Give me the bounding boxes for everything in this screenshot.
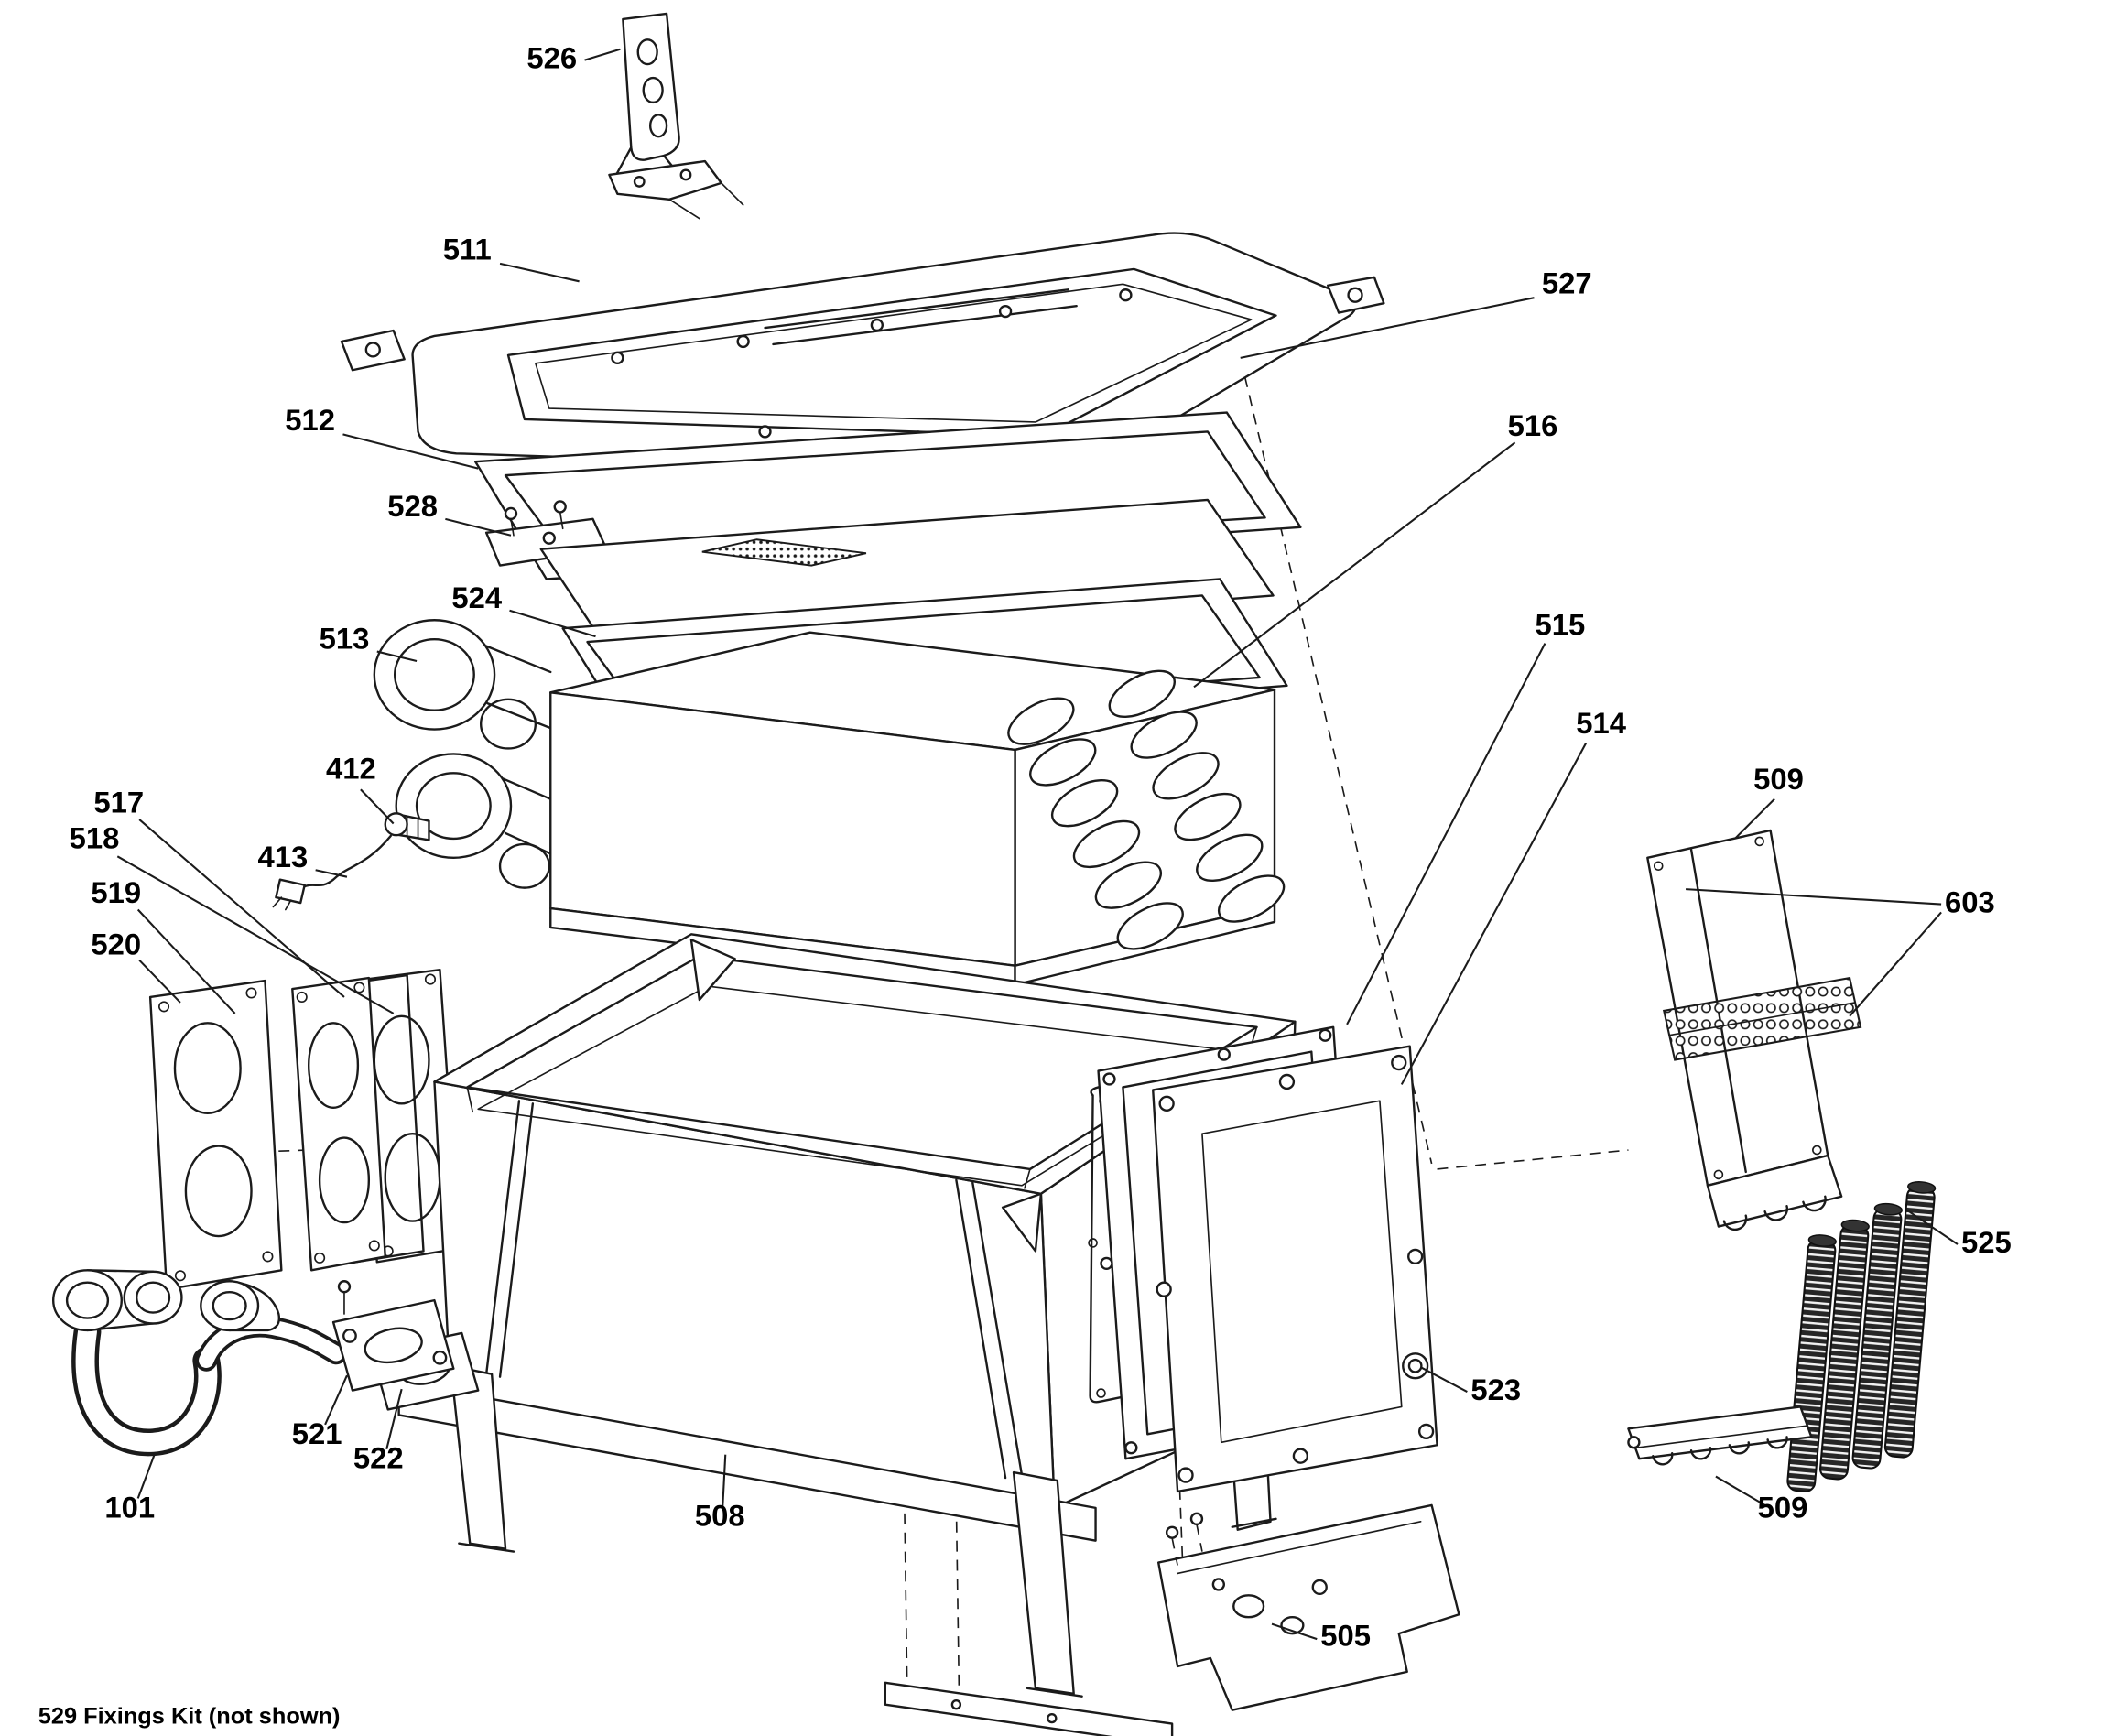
sensor-lead-413 xyxy=(272,834,392,911)
part-label-528: 528 xyxy=(387,489,438,523)
part-label-514: 514 xyxy=(1576,706,1627,740)
leader-line-513 xyxy=(376,650,418,663)
leader-line-508 xyxy=(722,1454,727,1507)
side-panel-514 xyxy=(1152,1045,1438,1493)
flue-tubes-525 xyxy=(1786,1181,1937,1492)
part-label-511: 511 xyxy=(443,232,492,266)
leader-line-413 xyxy=(315,869,348,878)
leader-line-514 xyxy=(1400,743,1588,1085)
leader-line-511 xyxy=(499,262,580,283)
leader-line-505 xyxy=(1271,1622,1318,1641)
leader-line-520 xyxy=(138,959,181,1004)
leader-line-518 xyxy=(116,855,395,1014)
leader-line-515 xyxy=(1346,643,1546,1025)
condensate-pipes-101 xyxy=(51,1269,347,1457)
leader-line-523 xyxy=(1420,1366,1468,1394)
part-label-527: 527 xyxy=(1542,266,1592,300)
leader-line-526 xyxy=(584,48,621,61)
leader-line-412 xyxy=(360,788,395,825)
leader-line-519 xyxy=(136,908,236,1014)
leader-line-603 xyxy=(1849,911,1942,1017)
leader-line-522 xyxy=(385,1388,403,1449)
leader-line-512 xyxy=(342,433,479,470)
control-panel-509 xyxy=(1646,829,1862,1231)
bottom-rail xyxy=(884,1681,1174,1736)
leader-line-603 xyxy=(1686,888,1942,906)
part-label-509: 509 xyxy=(1758,1490,1808,1524)
part-label-517: 517 xyxy=(93,786,144,819)
part-label-525: 525 xyxy=(1961,1225,2012,1259)
leader-line-525 xyxy=(1906,1209,1959,1245)
part-label-515: 515 xyxy=(1535,608,1585,642)
leader-line-509 xyxy=(1734,797,1775,840)
plug-523 xyxy=(1402,1352,1429,1380)
leader-line-101 xyxy=(136,1454,156,1499)
part-label-516: 516 xyxy=(1508,408,1558,442)
part-label-512: 512 xyxy=(285,403,335,437)
part-label-524: 524 xyxy=(451,580,503,614)
part-label-520: 520 xyxy=(91,928,141,961)
mesh-plate xyxy=(539,498,1275,649)
heat-exchanger-513 xyxy=(373,619,1286,986)
leader-line-527 xyxy=(1240,297,1535,359)
part-label-508: 508 xyxy=(695,1498,745,1532)
top-bracket-526 xyxy=(608,12,744,220)
coil-tubes-516 xyxy=(1007,669,1286,950)
part-label-518: 518 xyxy=(70,820,120,854)
leader-line-521 xyxy=(324,1374,348,1426)
part-label-505: 505 xyxy=(1320,1619,1371,1653)
leader-line-528 xyxy=(445,517,512,537)
leader-line-524 xyxy=(509,609,596,638)
footer-note: 529 Fixings Kit (not shown) xyxy=(38,1704,341,1730)
terminal-strip-603 xyxy=(1662,976,1862,1061)
flange-521 xyxy=(331,1280,455,1392)
part-label-526: 526 xyxy=(526,41,577,75)
part-label-101: 101 xyxy=(104,1490,155,1524)
gasket-plates-517-520 xyxy=(148,968,461,1291)
leader-line-516 xyxy=(1193,441,1516,689)
part-label-413: 413 xyxy=(257,840,308,873)
part-label-521: 521 xyxy=(292,1416,342,1450)
part-label-412: 412 xyxy=(326,751,376,785)
part-label-513: 513 xyxy=(320,622,370,656)
part-label-519: 519 xyxy=(91,875,141,909)
part-label-509: 509 xyxy=(1753,762,1804,796)
part-label-603: 603 xyxy=(1945,884,1995,918)
base-tray-505 xyxy=(1156,1503,1460,1711)
bottom-bracket-509 xyxy=(1627,1405,1813,1466)
leader-line-517 xyxy=(138,819,345,998)
sensor-412 xyxy=(384,812,430,841)
part-label-523: 523 xyxy=(1470,1373,1521,1406)
part-label-522: 522 xyxy=(353,1441,404,1475)
leader-line-509 xyxy=(1715,1475,1766,1506)
